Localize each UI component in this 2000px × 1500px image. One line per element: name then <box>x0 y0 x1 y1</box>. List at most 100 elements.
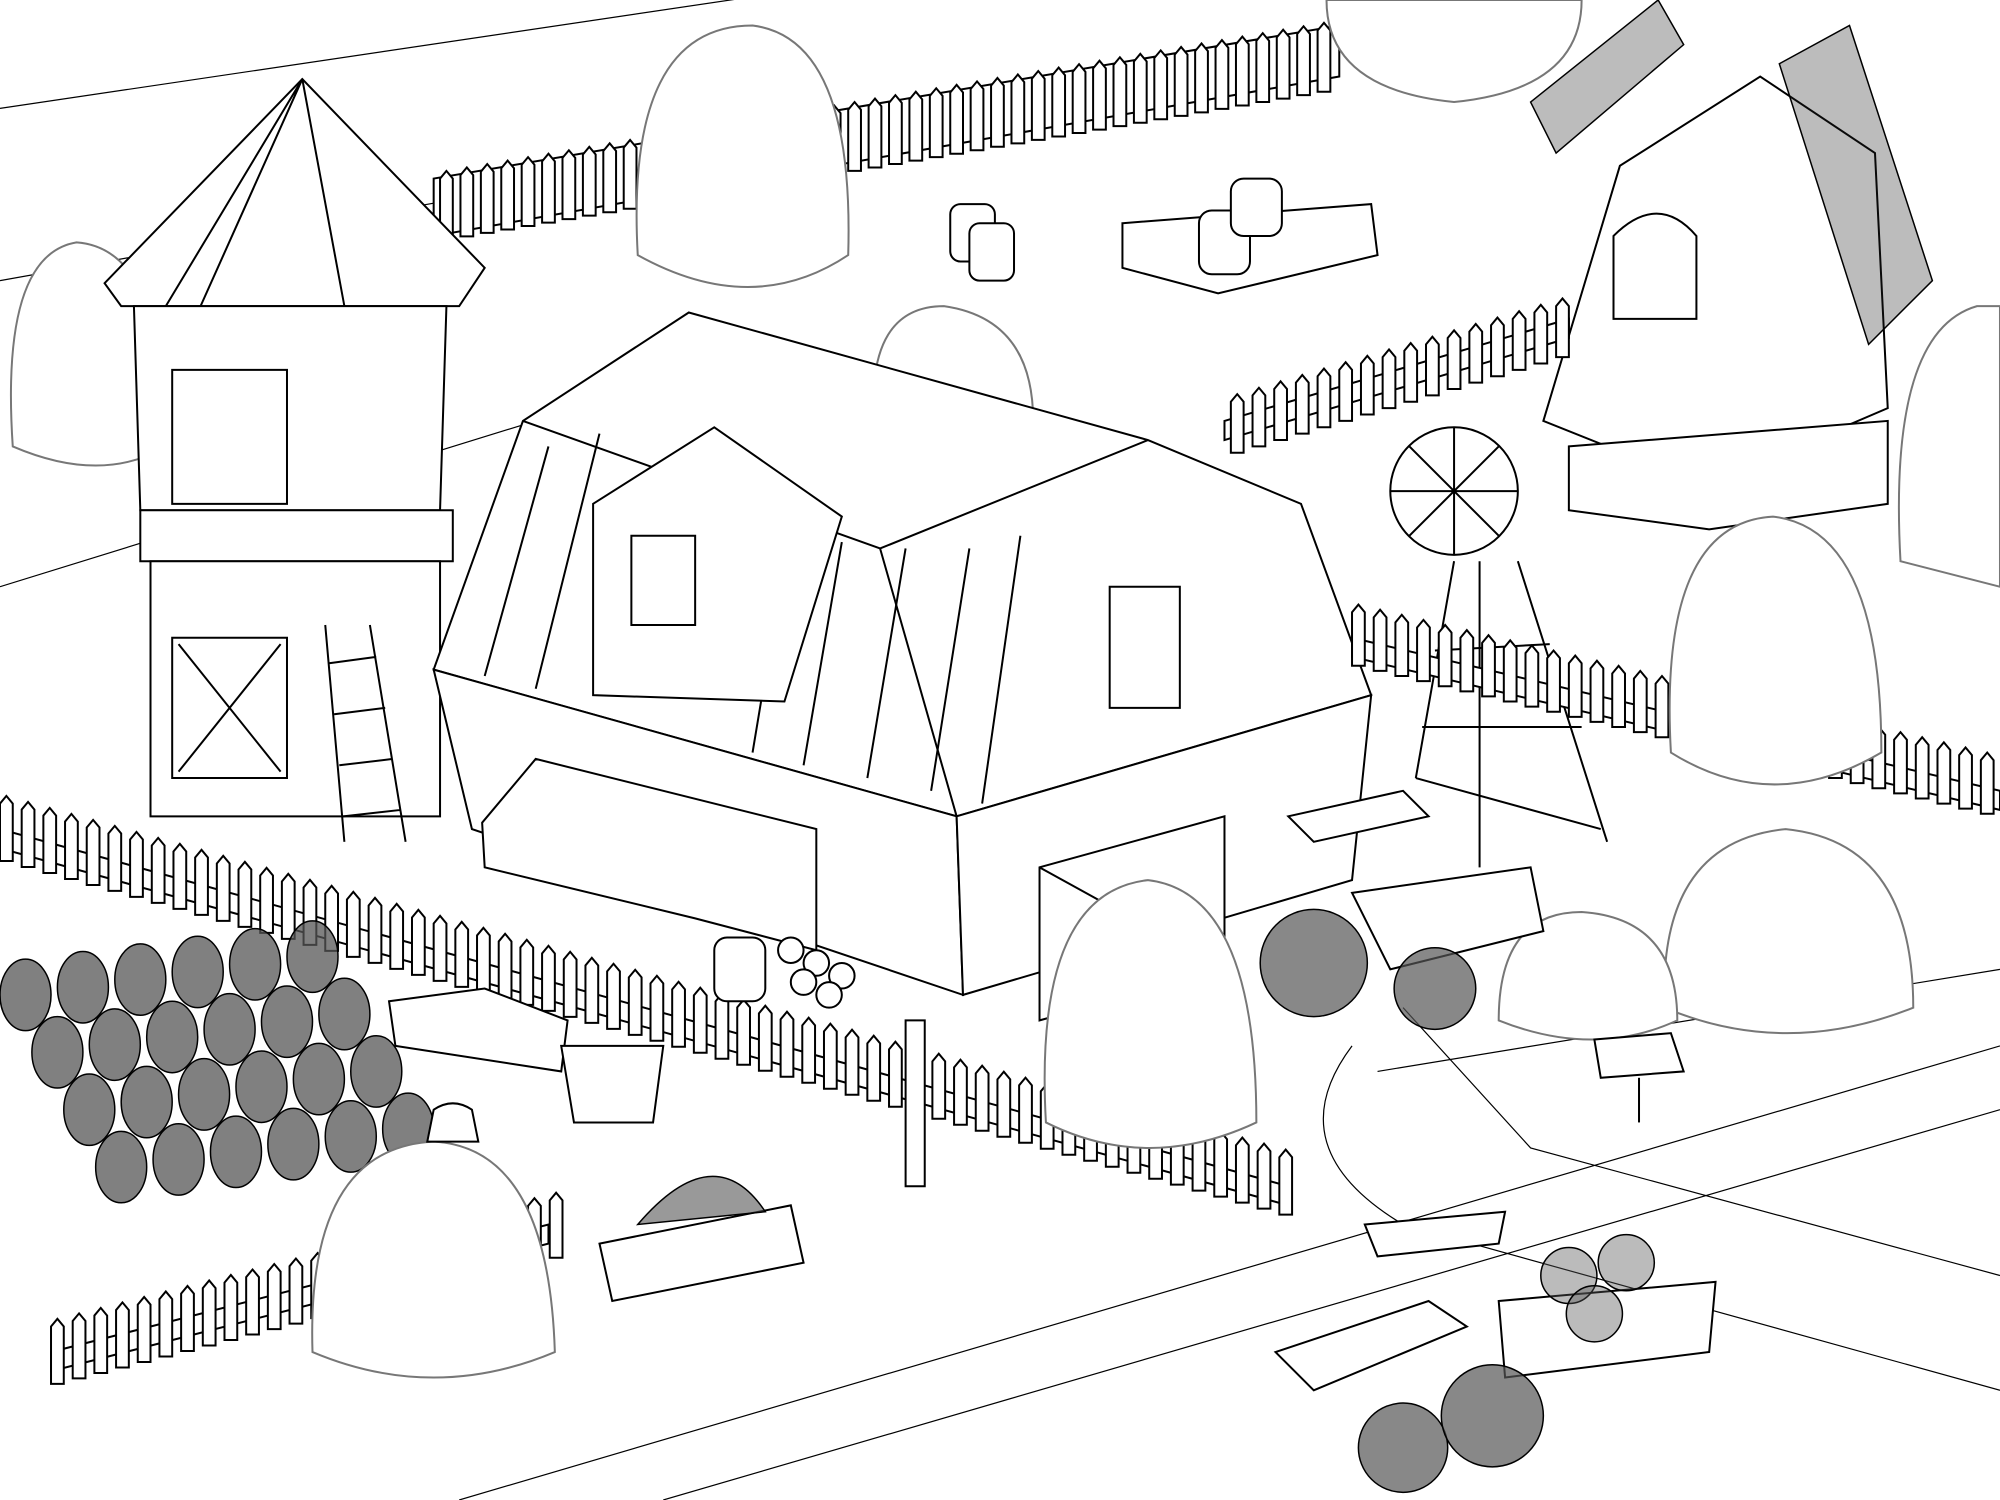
fence-picket <box>1134 54 1147 123</box>
fence-picket <box>694 988 707 1053</box>
fence-picket <box>930 88 943 157</box>
barn <box>434 312 1371 1020</box>
vegetable-garden <box>0 921 434 1203</box>
fence-picket <box>1894 732 1907 793</box>
fence-picket <box>1513 311 1526 370</box>
vegetable-plant <box>261 986 312 1057</box>
fence-picket <box>1032 71 1045 140</box>
fence-picket <box>1214 1132 1227 1197</box>
fence-picket <box>737 1000 750 1065</box>
fence-picket <box>152 838 165 903</box>
fence-picket <box>116 1302 129 1367</box>
logs <box>778 937 855 1007</box>
fence-picket <box>1959 747 1972 808</box>
fence-picket <box>1114 57 1127 126</box>
fence-picket <box>290 1259 303 1324</box>
fence-picket <box>562 150 575 219</box>
fence-picket <box>1318 369 1331 428</box>
fence-picket <box>1339 362 1352 421</box>
fence-picket <box>22 802 35 867</box>
fence-picket <box>1491 318 1504 377</box>
fence-picket <box>1195 43 1208 112</box>
vegetable-plant <box>0 959 51 1030</box>
fence-picket <box>564 952 577 1017</box>
fence-picket <box>1258 1144 1271 1209</box>
fence-picket <box>1175 47 1188 116</box>
fence-picket <box>867 1036 880 1101</box>
fence-picket <box>246 1270 259 1335</box>
fence-picket <box>1448 330 1461 389</box>
fence-picket <box>1073 64 1086 133</box>
fence-picket <box>629 970 642 1035</box>
barrel <box>714 937 765 1001</box>
fence-picket <box>1937 742 1950 803</box>
fence-picket <box>1231 394 1244 453</box>
fence-picket <box>583 147 596 216</box>
fence-picket <box>1297 26 1310 95</box>
fence-picket <box>1274 381 1287 440</box>
fence-picket <box>87 820 100 885</box>
fence-picket <box>1460 630 1473 691</box>
fence-picket <box>651 976 664 1041</box>
wind-pump <box>1390 427 1607 867</box>
silo <box>105 79 485 842</box>
fence-picket <box>1253 388 1266 447</box>
fence-picket <box>173 844 186 909</box>
fence-picket <box>1256 33 1269 102</box>
fence-picket <box>94 1308 107 1373</box>
vegetable-plant <box>325 1101 376 1172</box>
fence-picket <box>542 946 555 1011</box>
fence-picket <box>1216 40 1229 109</box>
fence-picket <box>1404 343 1417 402</box>
fence-picket <box>1352 605 1365 666</box>
fence-picket <box>624 140 637 209</box>
fence-picket <box>585 958 598 1023</box>
fence-picket <box>65 814 78 879</box>
fence-picket <box>1052 68 1065 137</box>
fence-picket <box>1296 375 1309 434</box>
fence-picket <box>889 95 902 164</box>
fence-picket <box>195 850 208 915</box>
fence-picket <box>260 868 273 933</box>
fence-picket <box>550 1193 563 1258</box>
fence-picket <box>1981 753 1994 814</box>
vegetable-plant <box>32 1017 83 1088</box>
fence-picket <box>971 81 984 150</box>
watering-can <box>427 1103 478 1141</box>
vegetable-plant <box>115 944 166 1015</box>
fence-picket <box>282 874 295 939</box>
fence-picket <box>43 808 56 873</box>
fence-picket <box>1426 337 1439 396</box>
fence-picket <box>759 1006 772 1071</box>
mailbox <box>1594 1033 1683 1078</box>
fence-picket <box>848 102 861 171</box>
props <box>389 937 1684 1186</box>
vegetable-plant <box>147 1001 198 1072</box>
vegetable-plant <box>268 1108 319 1179</box>
fence-picket <box>603 143 616 212</box>
fence-picket <box>1236 1138 1249 1203</box>
fence-picket <box>224 1275 237 1340</box>
vegetable-plant <box>236 1051 287 1122</box>
fence-picket <box>51 1319 64 1384</box>
fence-picket <box>217 856 230 921</box>
tractor-with-trailer <box>1276 1212 1716 1493</box>
fence-picket <box>1504 640 1517 701</box>
fence-picket <box>1547 651 1560 712</box>
vegetable-plant <box>179 1059 230 1130</box>
fence-picket <box>950 85 963 154</box>
fence-picket <box>1556 298 1569 357</box>
trees <box>312 517 1913 1378</box>
fence-picket <box>268 1264 281 1329</box>
vegetable-plant <box>287 921 338 992</box>
fence-picket <box>181 1286 194 1351</box>
fence-picket <box>824 1024 837 1089</box>
vegetable-plant <box>210 1116 261 1187</box>
fence-picket <box>159 1291 172 1356</box>
fence-picket <box>1916 737 1929 798</box>
vegetable-plant <box>64 1074 115 1145</box>
vegetable-plant <box>89 1009 140 1080</box>
fence-picket <box>1019 1078 1032 1143</box>
fence-picket <box>390 904 403 969</box>
